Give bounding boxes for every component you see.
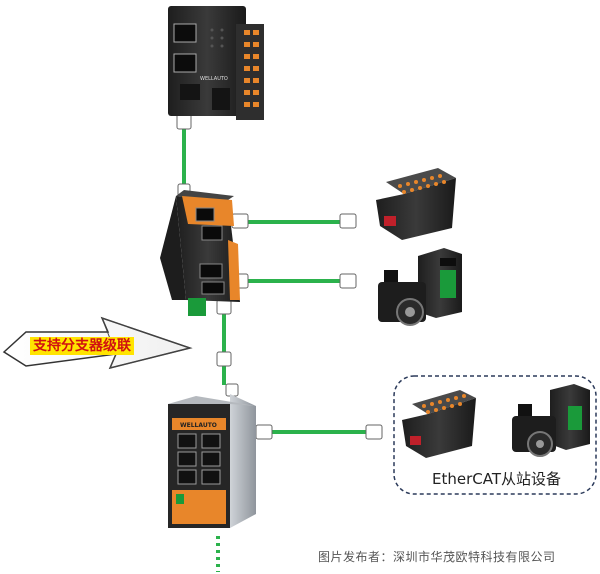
ethercat-branch-switch-1 bbox=[160, 190, 240, 316]
slave-devices-label: EtherCAT从站设备 bbox=[432, 470, 561, 488]
ethercat-slave-group bbox=[393, 375, 597, 495]
ethercat-branch-switch-2: WELLAUTO bbox=[168, 394, 256, 528]
controller-brand-text: WELLAUTO bbox=[200, 76, 228, 82]
remote-io-module bbox=[376, 168, 456, 240]
servo-drive-and-motor bbox=[378, 248, 462, 326]
cascade-support-label: 支持分支器级联 bbox=[30, 337, 134, 355]
image-credit: 图片发布者：深圳市华茂欧特科技有限公司 bbox=[318, 550, 556, 564]
ethercat-master-controller: WELLAUTO bbox=[168, 6, 264, 120]
switch-brand-text: WELLAUTO bbox=[180, 422, 217, 429]
